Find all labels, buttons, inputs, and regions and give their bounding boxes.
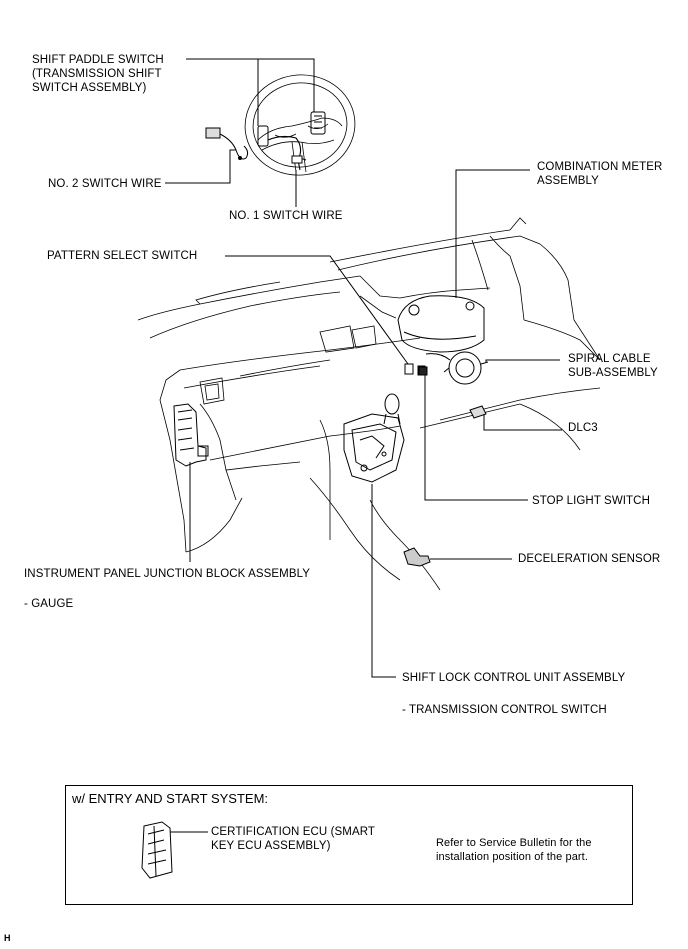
leader-lines (165, 58, 562, 678)
note-box-title: w/ ENTRY AND START SYSTEM: (72, 791, 269, 806)
certification-ecu-drawing (141, 821, 208, 879)
stop-light-switch-drawing (418, 366, 428, 376)
shift-paddle-switch-drawing (257, 111, 326, 147)
stop-light-switch-label: STOP LIGHT SWITCH (532, 495, 650, 507)
pattern-select-switch-label: PATTERN SELECT SWITCH (47, 250, 198, 262)
transmission-control-switch-label: - TRANSMISSION CONTROL SWITCH (402, 704, 607, 716)
refer-note: Refer to Service Bulletin for the instal… (436, 837, 592, 863)
deceleration-sensor-drawing (403, 547, 431, 567)
no2-switch-wire-label: NO. 2 SWITCH WIRE (48, 178, 162, 190)
junction-block-label: INSTRUMENT PANEL JUNCTION BLOCK ASSEMBLY (24, 568, 311, 580)
spiral-cable-label: SPIRAL CABLE SUB-ASSEMBLY (568, 353, 658, 379)
no2-switch-wire-drawing (205, 127, 249, 160)
gauge-label: - GAUGE (24, 598, 74, 610)
no1-switch-wire-drawing (267, 135, 307, 171)
combination-meter-drawing (397, 295, 485, 353)
shift-lock-unit-label: SHIFT LOCK CONTROL UNIT ASSEMBLY (402, 672, 626, 684)
shift-lock-unit-drawing (343, 393, 405, 483)
spiral-cable-drawing (443, 351, 489, 385)
certification-ecu-label: CERTIFICATION ECU (SMART KEY ECU ASSEMBL… (211, 826, 376, 852)
dashboard-drawing (137, 217, 601, 591)
no1-switch-wire-label: NO. 1 SWITCH WIRE (229, 210, 343, 222)
footer-mark: H (4, 933, 11, 943)
deceleration-sensor-label: DECELERATION SENSOR (518, 553, 661, 565)
junction-block-drawing (173, 403, 209, 467)
combination-meter-label: COMBINATION METER ASSEMBLY (537, 161, 663, 187)
dlc3-label: DLC3 (568, 422, 598, 434)
entry-start-note-box: w/ ENTRY AND START SYSTEM: (65, 785, 633, 905)
steering-wheel-drawing (244, 74, 356, 176)
shift-paddle-switch-label: SHIFT PADDLE SWITCH (TRANSMISSION SHIFT … (32, 54, 164, 94)
dlc3-drawing (469, 405, 487, 419)
